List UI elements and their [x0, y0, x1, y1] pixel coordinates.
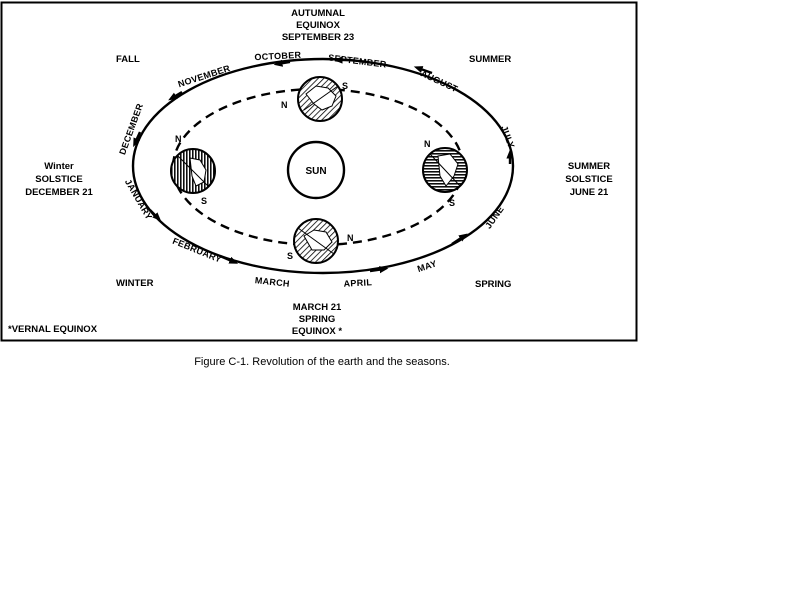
sun [286, 140, 346, 200]
spring-equinox-1: MARCH 21 [293, 302, 342, 313]
autumnal-label-1: AUTUMNAL [291, 8, 345, 19]
month-december: DECEMBER [117, 102, 145, 156]
season-fall: FALL [116, 54, 140, 65]
earth-autumnal [297, 76, 343, 122]
pole-n-spring: N [347, 233, 354, 243]
season-summer: SUMMER [469, 54, 511, 65]
pole-s-summer: S [449, 198, 455, 208]
pole-s-autumnal: S [342, 81, 348, 91]
month-march: MARCH [254, 275, 290, 289]
winter-solstice-1: Winter [44, 161, 74, 172]
pole-n-summer: N [424, 139, 431, 149]
earth-winter [170, 148, 216, 194]
footnote: *VERNAL EQUINOX [8, 324, 98, 335]
autumnal-label-3: SEPTEMBER 23 [282, 32, 354, 43]
summer-solstice-3: JUNE 21 [570, 187, 609, 198]
autumnal-label-2: EQUINOX [296, 20, 340, 31]
month-july: JULY [499, 124, 516, 149]
orbit-arrows [133, 56, 514, 274]
sun-label: SUN [305, 166, 326, 177]
pole-n-winter: N [175, 134, 182, 144]
spring-equinox-3: EQUINOX * [292, 326, 342, 337]
pole-s-spring: S [287, 251, 293, 261]
month-june: JUNE [483, 204, 506, 230]
figure-frame [0, 1, 638, 342]
pole-s-winter: S [201, 196, 207, 206]
outer-orbit [131, 57, 515, 275]
summer-solstice-1: SUMMER [568, 161, 610, 172]
winter-solstice-3: DECEMBER 21 [25, 187, 93, 198]
month-january: JANUARY [123, 177, 154, 221]
month-october: OCTOBER [254, 50, 302, 62]
month-november: NOVEMBER [177, 63, 232, 89]
summer-solstice-2: SOLSTICE [565, 174, 613, 185]
month-april: APRIL [343, 277, 372, 288]
earth-spring [293, 218, 339, 264]
winter-solstice-2: SOLSTICE [35, 174, 83, 185]
month-august: AUGUST [419, 68, 459, 94]
figure-caption: Figure C-1. Revolution of the earth and … [194, 356, 450, 368]
season-winter: WINTER [116, 278, 154, 289]
month-february: FEBRUARY [171, 236, 223, 265]
pole-n-autumnal: N [281, 100, 288, 110]
earth-summer [422, 147, 468, 193]
spring-equinox-2: SPRING [299, 314, 335, 325]
month-may: MAY [416, 258, 438, 274]
month-september: SEPTEMBER [328, 52, 388, 69]
season-spring: SPRING [475, 279, 511, 290]
